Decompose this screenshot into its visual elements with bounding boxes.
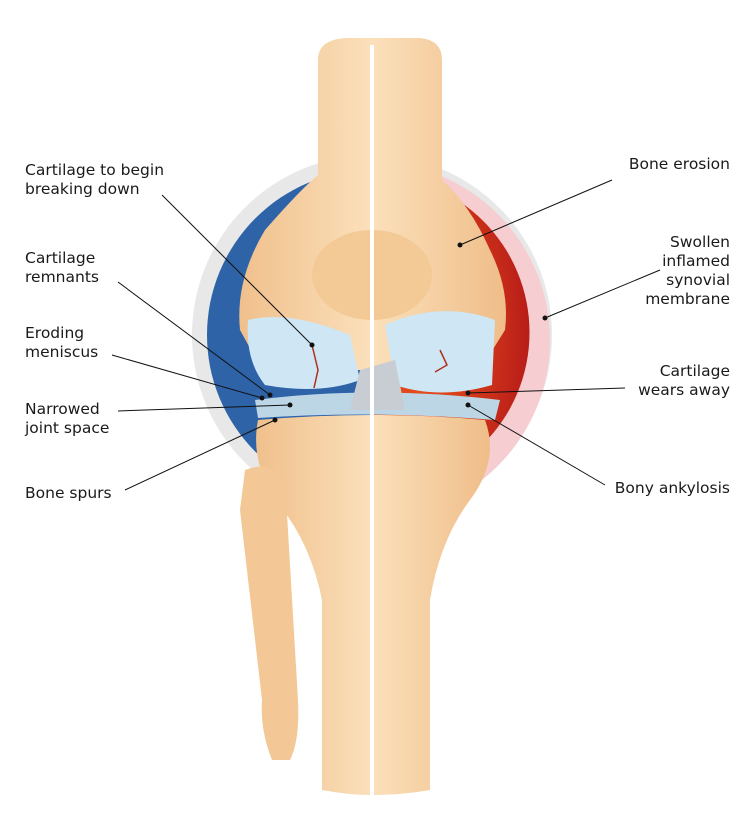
femoral-cartilage-left [247, 317, 360, 389]
ligament [350, 360, 405, 410]
femoral-cartilage-right [385, 311, 495, 393]
label-eroding-meniscus: Eroding meniscus [25, 324, 99, 361]
label-bony-ankylosis: Bony ankylosis [614, 479, 730, 497]
leader-lines [111, 179, 661, 491]
label-bone-spurs: Bone spurs [25, 484, 112, 502]
label-bone-erosion: Bone erosion [628, 155, 730, 173]
label-cartilage-wears-away: Cartilage wears away [638, 362, 730, 399]
label-cartilage-remnants: Cartilage remnants [25, 249, 99, 286]
label-cartilage-breaking-down: Cartilage to begin breaking down [25, 161, 165, 198]
fibula [240, 466, 299, 760]
label-swollen-synovial-membrane: Swollen inflamed synovial membrane [645, 233, 730, 308]
label-narrowed-joint-space: Narrowed joint space [25, 400, 110, 437]
cartilage-crack [311, 344, 448, 389]
